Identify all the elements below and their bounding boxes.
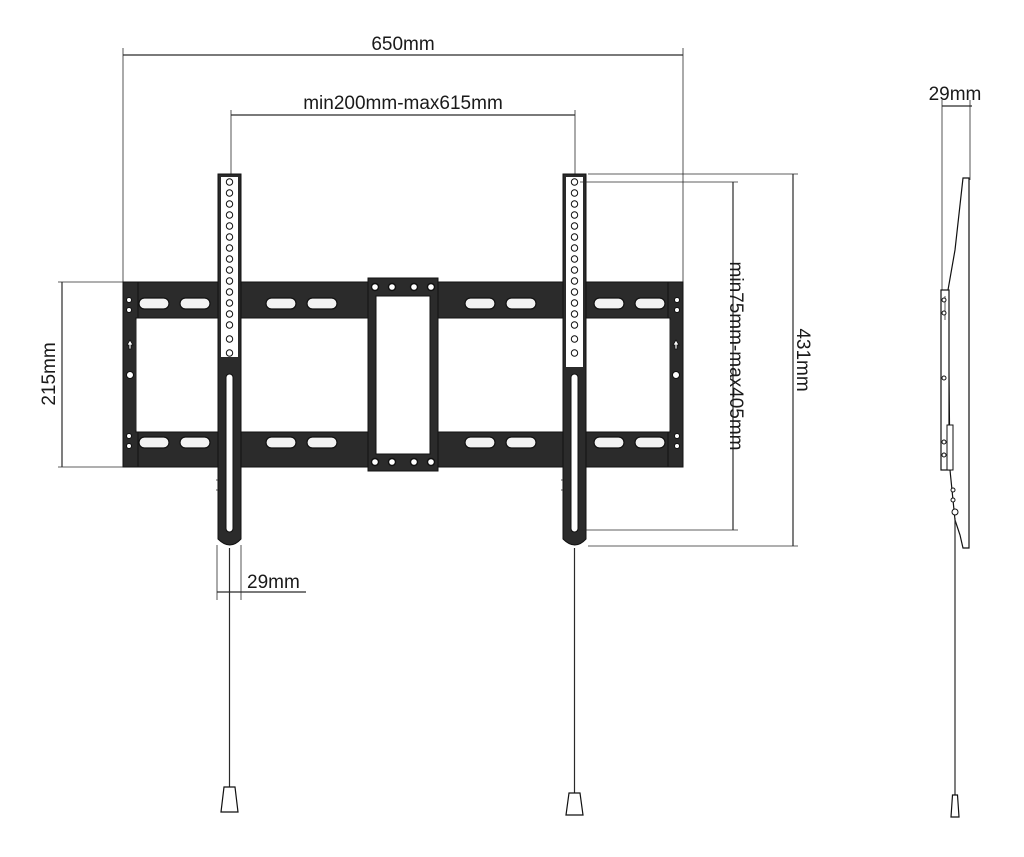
bottom-rail-slots: [138, 436, 666, 449]
right-arm-holes: [570, 178, 579, 357]
frame-height-dimension: 215mm: [39, 281, 128, 468]
left-safety-cord: [220, 548, 239, 813]
vesa-horizontal-dimension: min200mm-max615mm: [230, 93, 576, 180]
overall-width-label: 650mm: [371, 34, 434, 55]
left-vertical-arm: [216, 173, 242, 546]
vesa-horizontal-label: min200mm-max615mm: [303, 93, 503, 114]
arm-width-label: 29mm: [247, 572, 300, 593]
vesa-vertical-label: min75mm-max405mm: [725, 262, 746, 451]
arm-width-dimension: 29mm: [216, 545, 306, 600]
side-view: 29mm: [929, 84, 982, 818]
top-rail-slots: [138, 297, 666, 310]
left-arm-holes: [225, 178, 234, 357]
right-vertical-arm: [561, 173, 587, 546]
center-plate: [367, 277, 439, 472]
arm-height-label: 431mm: [792, 328, 813, 391]
right-safety-cord: [565, 548, 584, 816]
left-side-bracket-details: [126, 297, 134, 449]
side-depth-label: 29mm: [929, 84, 982, 105]
frame-height-label: 215mm: [39, 342, 60, 405]
right-side-bracket-details: [672, 297, 680, 449]
overall-width-dimension: 650mm: [122, 34, 684, 290]
vesa-vertical-dimension: min75mm-max405mm: [580, 181, 746, 531]
arm-height-dimension: 431mm: [588, 173, 813, 547]
